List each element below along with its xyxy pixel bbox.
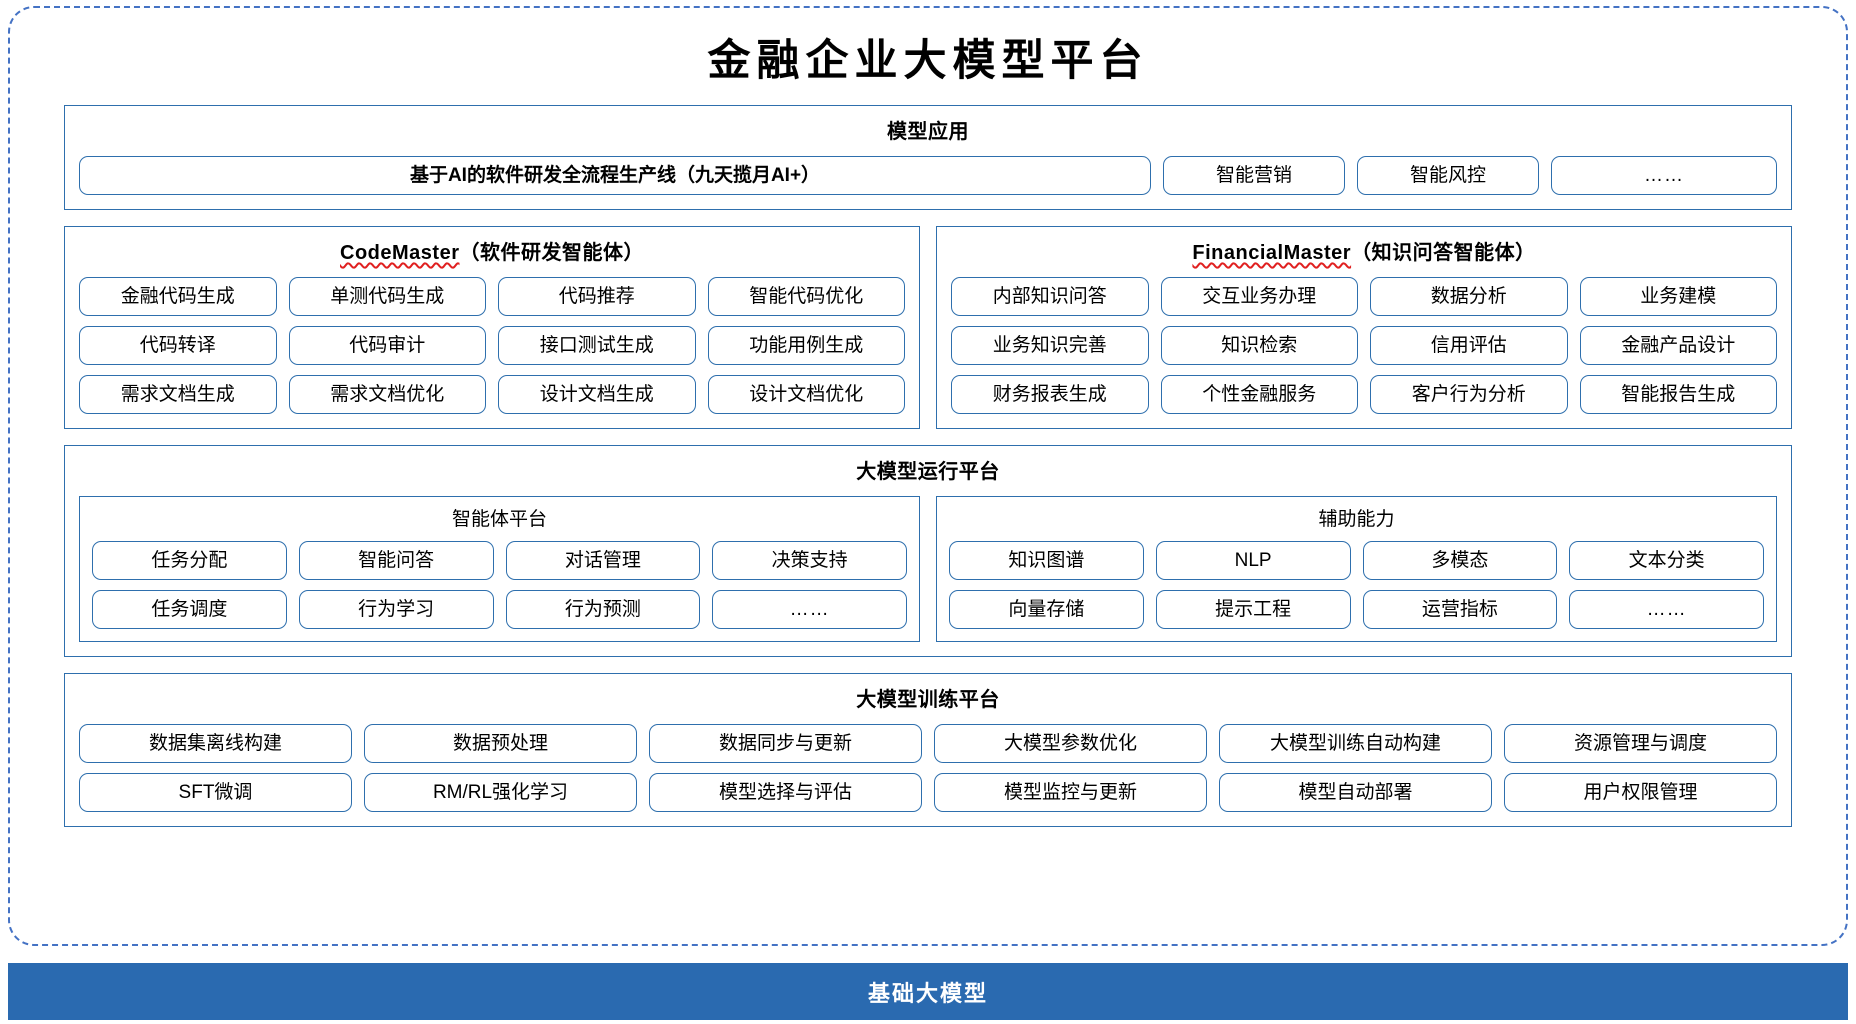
financial-master-row-1: 内部知识问答 交互业务办理 数据分析 业务建模 [951, 277, 1777, 316]
panel-title-training-platform: 大模型训练平台 [856, 688, 1000, 711]
agents-row: CodeMaster（软件研发智能体） 金融代码生成 单测代码生成 代码推荐 智… [64, 226, 1792, 429]
chip-tr-1-4[interactable]: 大模型参数优化 [934, 723, 1207, 763]
chip-ac-2-3[interactable]: 运营指标 [1362, 589, 1558, 629]
model-applications-row: 基于AI的软件研发全流程生产线（九天揽月AI+） 智能营销 智能风控 …… [79, 156, 1777, 195]
chip-tr-2-3[interactable]: 模型选择与评估 [649, 772, 922, 812]
chip-ac-2-4-more[interactable]: …… [1569, 589, 1764, 629]
chip-cm-3-1[interactable]: 需求文档生成 [79, 375, 277, 414]
aux-capability-row-2: 向量存储 提示工程 运营指标 …… [949, 589, 1764, 629]
agent-platform-row-1: 任务分配 智能问答 对话管理 决策支持 [92, 540, 907, 580]
chip-cm-1-3[interactable]: 代码推荐 [498, 277, 696, 316]
chip-cm-2-2[interactable]: 代码审计 [288, 326, 486, 365]
financial-master-subtitle: （知识问答智能体） [1351, 242, 1536, 264]
chip-cm-1-4[interactable]: 智能代码优化 [707, 277, 905, 316]
chip-ac-1-4[interactable]: 文本分类 [1569, 540, 1764, 580]
agent-platform-row-2: 任务调度 行为学习 行为预测 …… [92, 589, 907, 629]
chip-tr-1-3[interactable]: 数据同步与更新 [649, 723, 922, 763]
code-master-row-3: 需求文档生成 需求文档优化 设计文档生成 设计文档优化 [79, 375, 905, 414]
chip-smart-risk-control[interactable]: 智能风控 [1357, 156, 1539, 195]
subpanel-title-aux-capability: 辅助能力 [1318, 509, 1395, 530]
panel-title-model-applications: 模型应用 [887, 121, 969, 143]
code-master-row-2: 代码转译 代码审计 接口测试生成 功能用例生成 [79, 326, 905, 365]
panel-runtime-platform: 大模型运行平台 智能体平台 任务分配 智能问答 对话管理 决策支持 任务调度 行… [64, 445, 1792, 657]
chip-fm-1-2[interactable]: 交互业务办理 [1160, 277, 1358, 316]
aux-capability-row-1: 知识图谱 NLP 多模态 文本分类 [949, 540, 1764, 580]
panel-title-runtime-platform: 大模型运行平台 [856, 461, 1000, 483]
panel-title-financial-master: FinancialMaster（知识问答智能体） [951, 237, 1777, 277]
chip-ap-2-3[interactable]: 行为预测 [505, 589, 701, 629]
chip-fm-2-2[interactable]: 知识检索 [1160, 326, 1358, 365]
chip-fm-3-3[interactable]: 客户行为分析 [1370, 375, 1568, 414]
diagram-frame: 金融企业大模型平台 模型应用 基于AI的软件研发全流程生产线（九天揽月AI+） … [8, 6, 1848, 946]
subpanel-aux-capability: 辅助能力 知识图谱 NLP 多模态 文本分类 向量存储 提示工程 运营指标 …… [936, 496, 1777, 642]
chip-ap-1-3[interactable]: 对话管理 [505, 540, 701, 580]
panel-title-code-master: CodeMaster（软件研发智能体） [79, 237, 905, 277]
base-model-banner: 基础大模型 [8, 963, 1848, 1020]
chip-tr-1-6[interactable]: 资源管理与调度 [1504, 723, 1777, 763]
chip-cm-1-1[interactable]: 金融代码生成 [79, 277, 277, 316]
chip-ap-1-2[interactable]: 智能问答 [298, 540, 494, 580]
chip-cm-3-3[interactable]: 设计文档生成 [498, 375, 696, 414]
financial-master-row-3: 财务报表生成 个性金融服务 客户行为分析 智能报告生成 [951, 375, 1777, 414]
chip-ai-software-pipeline[interactable]: 基于AI的软件研发全流程生产线（九天揽月AI+） [79, 156, 1151, 195]
chip-cm-2-4[interactable]: 功能用例生成 [707, 326, 905, 365]
training-row-1: 数据集离线构建 数据预处理 数据同步与更新 大模型参数优化 大模型训练自动构建 … [79, 723, 1777, 763]
chip-tr-2-5[interactable]: 模型自动部署 [1219, 772, 1492, 812]
chip-tr-2-1[interactable]: SFT微调 [79, 772, 352, 812]
chip-fm-2-1[interactable]: 业务知识完善 [951, 326, 1149, 365]
chip-ap-2-4-more[interactable]: …… [712, 589, 907, 629]
chip-cm-2-1[interactable]: 代码转译 [79, 326, 277, 365]
code-master-row-1: 金融代码生成 单测代码生成 代码推荐 智能代码优化 [79, 277, 905, 316]
base-model-label: 基础大模型 [867, 980, 988, 1006]
chip-tr-1-5[interactable]: 大模型训练自动构建 [1219, 723, 1492, 763]
chip-ac-2-1[interactable]: 向量存储 [949, 589, 1144, 629]
chip-ac-1-3[interactable]: 多模态 [1362, 540, 1558, 580]
code-master-name: CodeMaster [340, 242, 460, 264]
chip-cm-1-2[interactable]: 单测代码生成 [288, 277, 486, 316]
panel-training-platform: 大模型训练平台 数据集离线构建 数据预处理 数据同步与更新 大模型参数优化 大模… [64, 672, 1792, 827]
chip-fm-3-1[interactable]: 财务报表生成 [951, 375, 1149, 414]
chip-fm-3-2[interactable]: 个性金融服务 [1160, 375, 1358, 414]
chip-fm-2-3[interactable]: 信用评估 [1370, 326, 1568, 365]
chip-smart-marketing[interactable]: 智能营销 [1163, 156, 1345, 195]
chip-fm-3-4[interactable]: 智能报告生成 [1579, 375, 1777, 414]
runtime-columns: 智能体平台 任务分配 智能问答 对话管理 决策支持 任务调度 行为学习 行为预测… [79, 496, 1777, 642]
subpanel-agent-platform: 智能体平台 任务分配 智能问答 对话管理 决策支持 任务调度 行为学习 行为预测… [79, 496, 920, 642]
chip-fm-1-4[interactable]: 业务建模 [1579, 277, 1777, 316]
page-title: 金融企业大模型平台 [707, 36, 1149, 86]
subpanel-title-agent-platform: 智能体平台 [451, 509, 547, 530]
chip-more-applications[interactable]: …… [1551, 156, 1777, 195]
chip-ac-2-2[interactable]: 提示工程 [1155, 589, 1351, 629]
chip-tr-2-4[interactable]: 模型监控与更新 [934, 772, 1207, 812]
panel-model-applications: 模型应用 基于AI的软件研发全流程生产线（九天揽月AI+） 智能营销 智能风控 … [64, 105, 1792, 210]
panel-financial-master: FinancialMaster（知识问答智能体） 内部知识问答 交互业务办理 数… [936, 226, 1792, 429]
chip-ap-2-2[interactable]: 行为学习 [298, 589, 494, 629]
chip-ac-1-1[interactable]: 知识图谱 [949, 540, 1144, 580]
chip-fm-1-1[interactable]: 内部知识问答 [951, 277, 1149, 316]
chip-ap-2-1[interactable]: 任务调度 [92, 589, 287, 629]
financial-master-row-2: 业务知识完善 知识检索 信用评估 金融产品设计 [951, 326, 1777, 365]
training-row-2: SFT微调 RM/RL强化学习 模型选择与评估 模型监控与更新 模型自动部署 用… [79, 772, 1777, 812]
code-master-subtitle: （软件研发智能体） [459, 242, 644, 264]
chip-tr-1-2[interactable]: 数据预处理 [364, 723, 637, 763]
chip-cm-2-3[interactable]: 接口测试生成 [498, 326, 696, 365]
chip-ap-1-4[interactable]: 决策支持 [712, 540, 907, 580]
chip-tr-2-6[interactable]: 用户权限管理 [1504, 772, 1777, 812]
chip-cm-3-2[interactable]: 需求文档优化 [288, 375, 486, 414]
chip-ap-1-1[interactable]: 任务分配 [92, 540, 287, 580]
chip-fm-1-3[interactable]: 数据分析 [1370, 277, 1568, 316]
chip-ac-1-2[interactable]: NLP [1155, 540, 1351, 580]
chip-fm-2-4[interactable]: 金融产品设计 [1579, 326, 1777, 365]
financial-master-name: FinancialMaster [1192, 242, 1352, 264]
chip-cm-3-4[interactable]: 设计文档优化 [707, 375, 905, 414]
chip-tr-1-1[interactable]: 数据集离线构建 [79, 723, 352, 763]
panel-code-master: CodeMaster（软件研发智能体） 金融代码生成 单测代码生成 代码推荐 智… [64, 226, 920, 429]
chip-tr-2-2[interactable]: RM/RL强化学习 [364, 772, 637, 812]
